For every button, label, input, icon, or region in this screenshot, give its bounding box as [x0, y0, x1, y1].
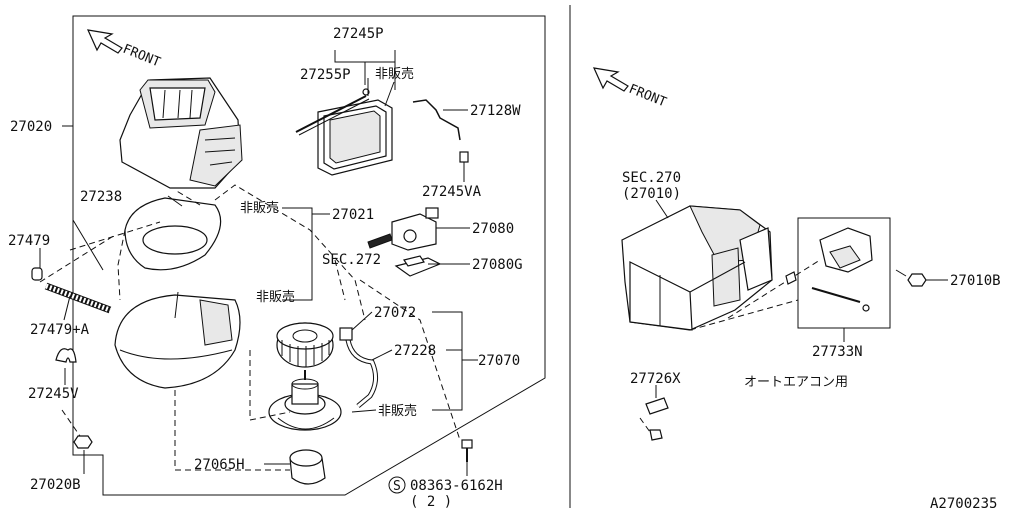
- label-bolt-qty: ( 2 ): [410, 494, 452, 510]
- label-27255P: 27255P: [300, 67, 351, 83]
- screw-near-unit: [785, 271, 797, 285]
- front-label-right: FRONT: [627, 82, 669, 111]
- frame-left-edge: [72, 16, 104, 271]
- front-label-left: FRONT: [121, 42, 163, 71]
- label-27228: 27228: [394, 343, 436, 359]
- bolt-27010B: [895, 269, 927, 287]
- label-27479: 27479: [8, 233, 50, 249]
- wire-27128W: [412, 99, 461, 141]
- bracket-27080G: [394, 255, 442, 277]
- label-hihanbai-4: 非販売: [378, 403, 417, 419]
- label-27010: (27010): [622, 186, 681, 202]
- filter-27255P: [317, 99, 393, 176]
- bolt-s-letter: S: [393, 479, 401, 494]
- label-hihanbai-1: 非販売: [375, 66, 414, 82]
- label-hihanbai-3: 非販売: [256, 289, 295, 305]
- grommet-27479: [31, 267, 43, 281]
- actuator-27080: [367, 207, 439, 251]
- label-27733N: 27733N: [812, 344, 863, 360]
- label-27726X: 27726X: [630, 371, 681, 387]
- label-27238: 27238: [80, 189, 122, 205]
- fan-27072: [276, 322, 334, 368]
- heater-unit-27010: [621, 205, 773, 331]
- assembly-dashed-lines: [39, 184, 461, 471]
- label-27080: 27080: [472, 221, 514, 237]
- label-sec272: SEC.272: [322, 252, 381, 268]
- label-27021: 27021: [332, 207, 374, 223]
- label-27065H: 27065H: [194, 457, 245, 473]
- sensor-assembly: [811, 227, 873, 312]
- label-08363-6162H: 08363-6162H: [410, 478, 503, 494]
- label-27128W: 27128W: [470, 103, 521, 119]
- front-arrow-right-icon: [592, 67, 629, 92]
- blower-case-27020: [119, 77, 243, 189]
- housing-27021: [114, 291, 241, 389]
- ring-27065H: [289, 449, 326, 485]
- clip-27245V: [55, 348, 77, 363]
- label-27479A: 27479+A: [30, 322, 90, 338]
- figure-id: A2700235: [930, 496, 997, 512]
- leader-sec270: [655, 199, 669, 219]
- label-hihanbai-2: 非販売: [240, 200, 279, 216]
- label-27245P: 27245P: [333, 26, 384, 42]
- bolt-08363: [461, 439, 473, 462]
- label-27020: 27020: [10, 119, 52, 135]
- bolt-27020B: [73, 435, 93, 449]
- duct-27238: [124, 197, 222, 271]
- label-27010B: 27010B: [950, 273, 1001, 289]
- motor-27070: [268, 370, 342, 431]
- label-27020B: 27020B: [30, 477, 81, 493]
- harness-27228: [339, 327, 378, 408]
- filter-strip-27245P: [295, 88, 370, 136]
- assembly-frame: [72, 15, 546, 496]
- switch-27726X: [639, 385, 669, 441]
- bolt-s-symbol-icon: S: [388, 476, 406, 494]
- label-27245V: 27245V: [28, 386, 79, 402]
- screw-27245VA: [459, 151, 469, 172]
- label-sec270: SEC.270: [622, 170, 681, 186]
- detail-dashed-1: [727, 259, 821, 319]
- label-27070: 27070: [478, 353, 520, 369]
- label-27072: 27072: [374, 305, 416, 321]
- leader-lines: [39, 50, 478, 476]
- label-27245VA: 27245VA: [422, 184, 482, 200]
- detail-dashed-2: [689, 299, 799, 331]
- front-arrow-left-icon: [86, 29, 123, 54]
- hose-27479A: [44, 282, 112, 314]
- label-27080G: 27080G: [472, 257, 523, 273]
- label-auto-ac: オートエアコン用: [744, 375, 848, 390]
